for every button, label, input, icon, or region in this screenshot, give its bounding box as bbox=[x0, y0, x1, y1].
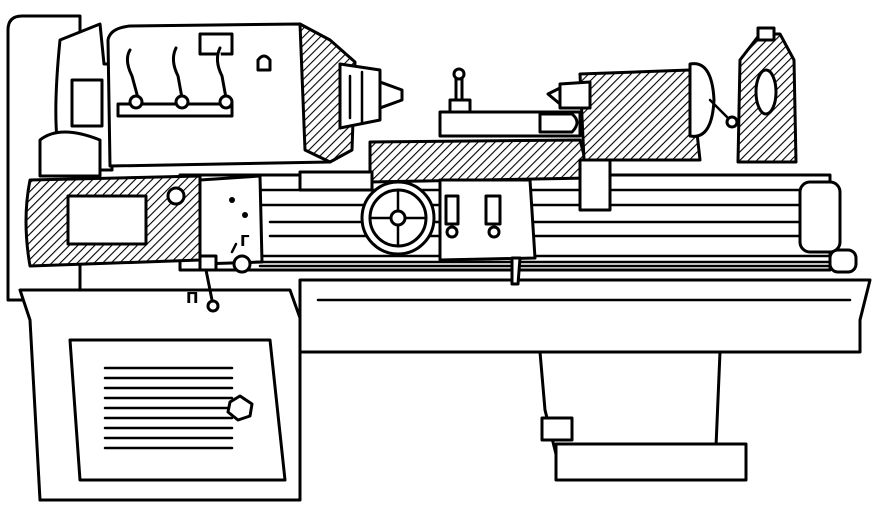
speed-knob-1 bbox=[128, 94, 144, 110]
lever-plate bbox=[116, 102, 234, 118]
lathe-bed bbox=[178, 173, 858, 274]
motor-pulley-cover bbox=[38, 130, 102, 178]
apron-lever-2 bbox=[484, 194, 502, 226]
speed-knob-3 bbox=[218, 94, 234, 110]
spindle-chuck bbox=[338, 62, 404, 130]
apron-lever-1 bbox=[444, 194, 460, 226]
feed-lever bbox=[204, 268, 214, 302]
tailstock-quill bbox=[558, 80, 592, 110]
cabinet-door bbox=[68, 338, 287, 482]
tailstock bbox=[546, 62, 739, 212]
tailstock-body bbox=[578, 68, 702, 162]
label-g: Г bbox=[240, 232, 250, 250]
speed-lever-2 bbox=[171, 46, 184, 100]
headstock-cap bbox=[256, 54, 272, 72]
steady-rest-top bbox=[756, 26, 776, 42]
speed-lever-3 bbox=[215, 46, 228, 100]
steady-rest-opening bbox=[754, 68, 778, 116]
feed-rod bbox=[198, 254, 832, 313]
door-latch bbox=[226, 394, 254, 422]
pedestal-step bbox=[540, 416, 574, 442]
apron-knob-2 bbox=[487, 225, 501, 239]
headstock-window bbox=[70, 78, 104, 128]
chip-tray bbox=[298, 278, 872, 354]
chuck-body bbox=[338, 62, 382, 130]
speed-knob-2 bbox=[174, 94, 190, 110]
half-nut-lever bbox=[510, 256, 522, 286]
feed-lever-block bbox=[198, 254, 218, 272]
gearbox-plate bbox=[66, 194, 148, 246]
vent-grille bbox=[103, 366, 234, 450]
gear-lever-knob bbox=[166, 186, 186, 206]
tool-post-knob bbox=[452, 67, 466, 81]
chuck-nose bbox=[378, 80, 404, 110]
feed-lever-knob bbox=[206, 299, 220, 313]
tailstock-clamp bbox=[578, 158, 612, 212]
apron-knob-1 bbox=[445, 225, 459, 239]
tool-post bbox=[448, 98, 472, 114]
steady-rest bbox=[736, 26, 798, 164]
headstock bbox=[38, 22, 357, 178]
gearbox-front bbox=[198, 174, 264, 266]
tailstock-handwheel bbox=[688, 62, 716, 138]
tailstock-center bbox=[546, 86, 562, 106]
quick-change-gearbox bbox=[24, 174, 264, 268]
bed-end-bracket bbox=[798, 180, 842, 254]
carriage bbox=[298, 67, 592, 262]
carriage-saddle bbox=[368, 138, 592, 184]
pedestal-foot bbox=[554, 442, 748, 482]
handwheel-hub bbox=[389, 209, 407, 227]
cutting-tool bbox=[538, 112, 579, 134]
carriage-handwheel bbox=[360, 180, 436, 256]
tailstock-handle-knob bbox=[725, 115, 739, 129]
label-p: П bbox=[186, 289, 199, 307]
feed-rod-end bbox=[828, 248, 858, 274]
carriage-rail-guide bbox=[298, 170, 374, 192]
feed-gear bbox=[232, 254, 252, 274]
speed-lever-1 bbox=[125, 48, 140, 100]
oil-window bbox=[198, 32, 234, 56]
right-pedestal bbox=[298, 278, 872, 482]
